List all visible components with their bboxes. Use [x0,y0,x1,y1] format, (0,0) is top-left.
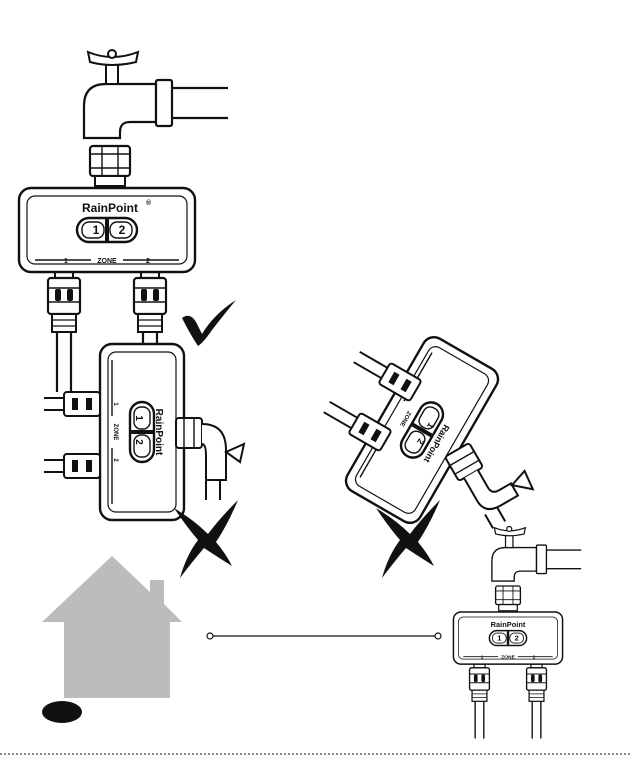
zone-1-marker-top: 1 [64,258,68,265]
faucet-horizontal [176,418,244,500]
zone-1-marker-small: 1 [481,655,484,661]
correct-installation-small: RainPoint 1 2 1 ZONE 2 [453,526,581,738]
brand-label-small: RainPoint [491,620,526,629]
zone-button-1-label-top: 1 [93,223,100,237]
zone-button-2-label-horizontal: 2 [133,439,144,445]
brand-label-horizontal: RainPoint [153,409,164,456]
faucet-small [492,526,581,581]
wrong-installation-horizontal: RainPoint 1 2 1 ZONE 2 [44,344,244,578]
page-badge [42,701,82,723]
zone-button-1-label-small: 1 [497,634,501,643]
zone-button-2-label-small: 2 [515,634,519,643]
outlet-upper-tilted [351,347,422,402]
house-icon [42,556,182,698]
zone-2-marker-small: 2 [533,655,536,661]
zone-label-small: ZONE [501,655,515,661]
outlet-right-small [527,664,547,738]
zone-button-1-label-horizontal: 1 [133,415,144,421]
outlet-left-small [470,664,490,738]
zone-label-top: ZONE [97,258,117,265]
zone-label-horizontal: ZONE [112,424,118,441]
coupling-nut-small [496,586,521,611]
connection-line [207,633,441,639]
zone-button-2-label-top: 2 [119,223,126,237]
faucet-top [84,50,228,138]
registered-mark-top: ® [146,199,152,207]
outlet-lower-horizontal [44,454,100,478]
brand-label-top: RainPoint [82,201,138,215]
coupling-nut-top [90,146,130,186]
checkmark-icon [182,300,236,346]
outlet-lower-tilted [321,397,392,452]
outlet-upper-horizontal [44,392,100,416]
zone-2-marker-top: 2 [146,258,150,265]
correct-installation: RainPoint ® 1 2 1 ZONE 2 [19,50,236,392]
outlet-left-top [48,272,80,392]
